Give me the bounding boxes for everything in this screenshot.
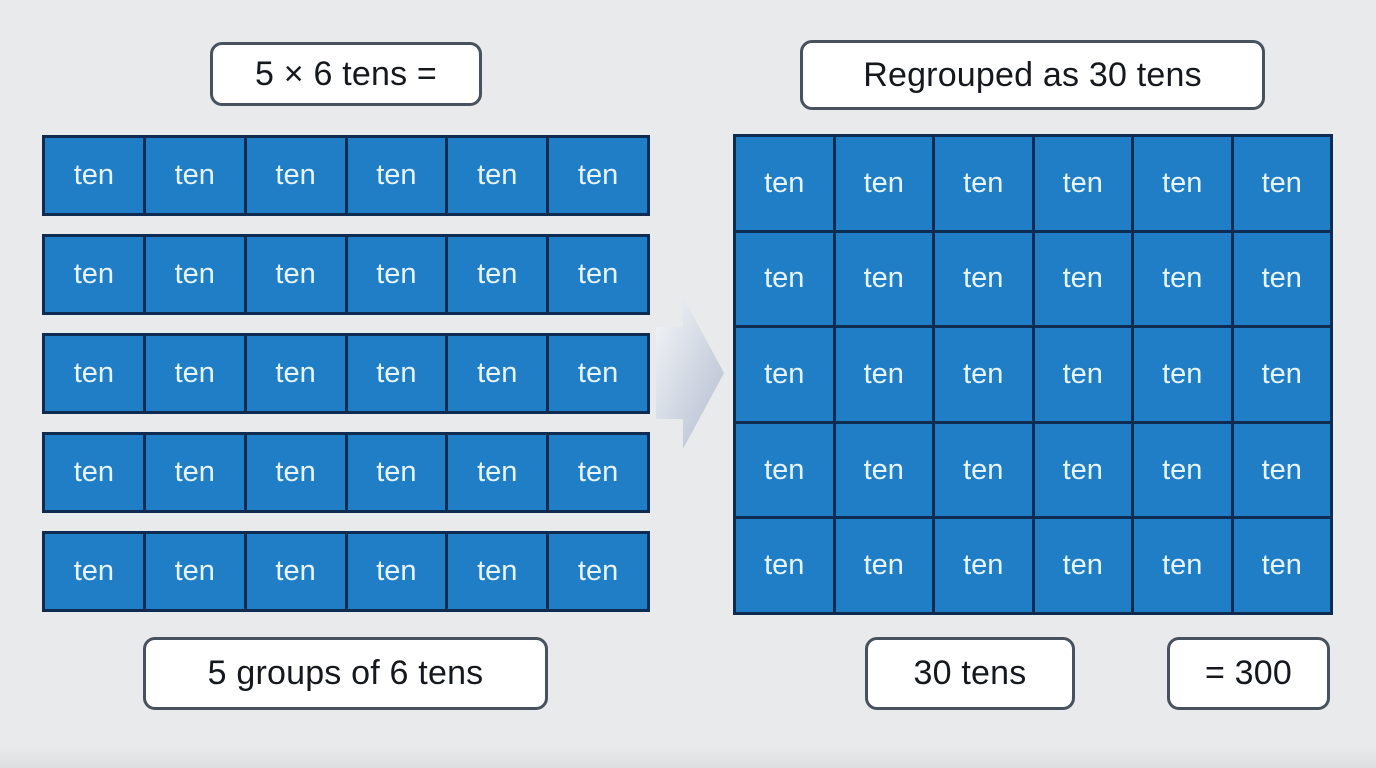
ten-cell: ten (1233, 137, 1330, 230)
ten-cell: ten (1233, 423, 1330, 517)
groups-caption-label: 5 groups of 6 tens (143, 637, 548, 710)
ten-cell: ten (246, 435, 345, 510)
ten-cell: ten (448, 237, 547, 312)
ten-cell: ten (145, 336, 244, 411)
ten-cell: ten (448, 435, 547, 510)
ten-cell: ten (246, 336, 345, 411)
ten-cell: ten (1233, 519, 1330, 612)
ten-cell: ten (145, 138, 244, 213)
ten-cell: ten (1134, 328, 1231, 421)
ten-cell: ten (1233, 328, 1330, 421)
ten-cell: ten (347, 435, 446, 510)
ten-cell: ten (1134, 137, 1231, 230)
ten-cell: ten (347, 138, 446, 213)
ten-cell: ten (935, 137, 1032, 230)
ten-cell: ten (835, 519, 932, 612)
ten-cell: ten (835, 423, 932, 517)
ten-cell: ten (448, 534, 547, 609)
bottom-shade (0, 746, 1376, 768)
ten-cell: ten (1233, 232, 1330, 326)
ten-cell: ten (549, 237, 647, 312)
ten-cell: ten (736, 328, 833, 421)
ten-cell: ten (1134, 232, 1231, 326)
ten-cell: ten (835, 328, 932, 421)
ten-cell: ten (145, 237, 244, 312)
expression-label: 5 × 6 tens = (210, 42, 482, 106)
ten-cell: ten (246, 534, 345, 609)
ten-cell: ten (935, 232, 1032, 326)
ten-cell: ten (736, 232, 833, 326)
ten-cell: ten (549, 534, 647, 609)
ten-cell: ten (935, 328, 1032, 421)
ten-cell: ten (246, 138, 345, 213)
ten-cell: ten (1034, 423, 1131, 517)
ten-cell: ten (1134, 423, 1231, 517)
right-arrow-icon (656, 297, 724, 449)
ten-cell: ten (45, 336, 143, 411)
ten-cell: ten (835, 232, 932, 326)
ten-cell: ten (145, 534, 244, 609)
ten-cell: ten (145, 435, 244, 510)
ten-cell: ten (347, 336, 446, 411)
ten-cell: ten (1034, 232, 1131, 326)
ten-cell: ten (448, 336, 547, 411)
ten-cell: ten (549, 435, 647, 510)
regrouped-label: Regrouped as 30 tens (800, 40, 1265, 110)
ten-cell: ten (45, 237, 143, 312)
total-300-label: = 300 (1167, 637, 1330, 710)
ten-cell: ten (448, 138, 547, 213)
ten-cell: ten (246, 237, 345, 312)
ten-cell: ten (347, 534, 446, 609)
ten-cell: ten (935, 519, 1032, 612)
ten-cell: ten (736, 137, 833, 230)
ten-cell: ten (45, 435, 143, 510)
ten-cell: ten (736, 519, 833, 612)
thirty-tens-label: 30 tens (865, 637, 1075, 710)
ten-cell: ten (1034, 519, 1131, 612)
ten-cell: ten (736, 423, 833, 517)
ten-cell: ten (1034, 137, 1131, 230)
ten-cell: ten (549, 138, 647, 213)
ten-cell: ten (1134, 519, 1231, 612)
ten-cell: ten (347, 237, 446, 312)
ten-cell: ten (45, 534, 143, 609)
ten-cell: ten (835, 137, 932, 230)
ten-cell: ten (1034, 328, 1131, 421)
ten-cell: ten (935, 423, 1032, 517)
ten-cell: ten (45, 138, 143, 213)
ten-cell: ten (549, 336, 647, 411)
